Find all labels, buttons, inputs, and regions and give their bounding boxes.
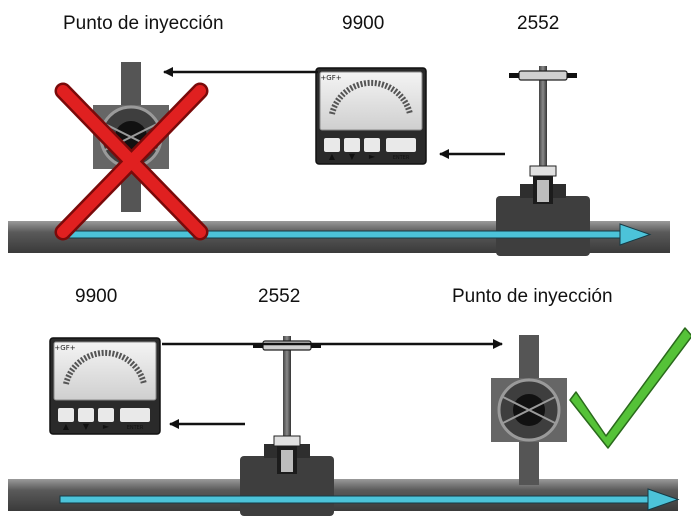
top-controller-brand: +GF+ [320,74,341,82]
bottom-button-right-label: ► [103,422,110,431]
top-button-up-label: ▲ [329,152,336,161]
bottom-controller-9900 [50,338,160,434]
bottom-panel [8,327,691,516]
bottom-injection-valve [489,333,569,487]
bottom-injection-point-label: Punto de inyección [452,286,613,307]
top-controller-9900 [316,68,426,164]
top-sensor-2552 [508,65,578,205]
top-injection-point-label: Punto de inyección [63,13,224,34]
bottom-sensor-2552 [252,335,322,475]
bottom-pipe [8,479,678,511]
top-button-down-label: ▼ [349,152,356,161]
bottom-button-up-label: ▲ [63,422,70,431]
top-sensor-label: 2552 [517,13,560,34]
top-button-enter-label: ENTER [393,155,410,161]
bottom-sensor-label: 2552 [258,286,301,307]
top-sensor-tee [496,196,590,256]
bottom-controller-label: 9900 [75,286,118,307]
check-mark-icon [569,327,691,449]
top-button-right-label: ► [369,152,376,161]
bottom-flow-arrow [59,488,680,511]
top-controller-label: 9900 [342,13,385,34]
bottom-button-enter-label: ENTER [127,425,144,431]
bottom-button-down-label: ▼ [83,422,90,431]
bottom-controller-brand: +GF+ [54,344,75,352]
top-panel [8,60,670,256]
